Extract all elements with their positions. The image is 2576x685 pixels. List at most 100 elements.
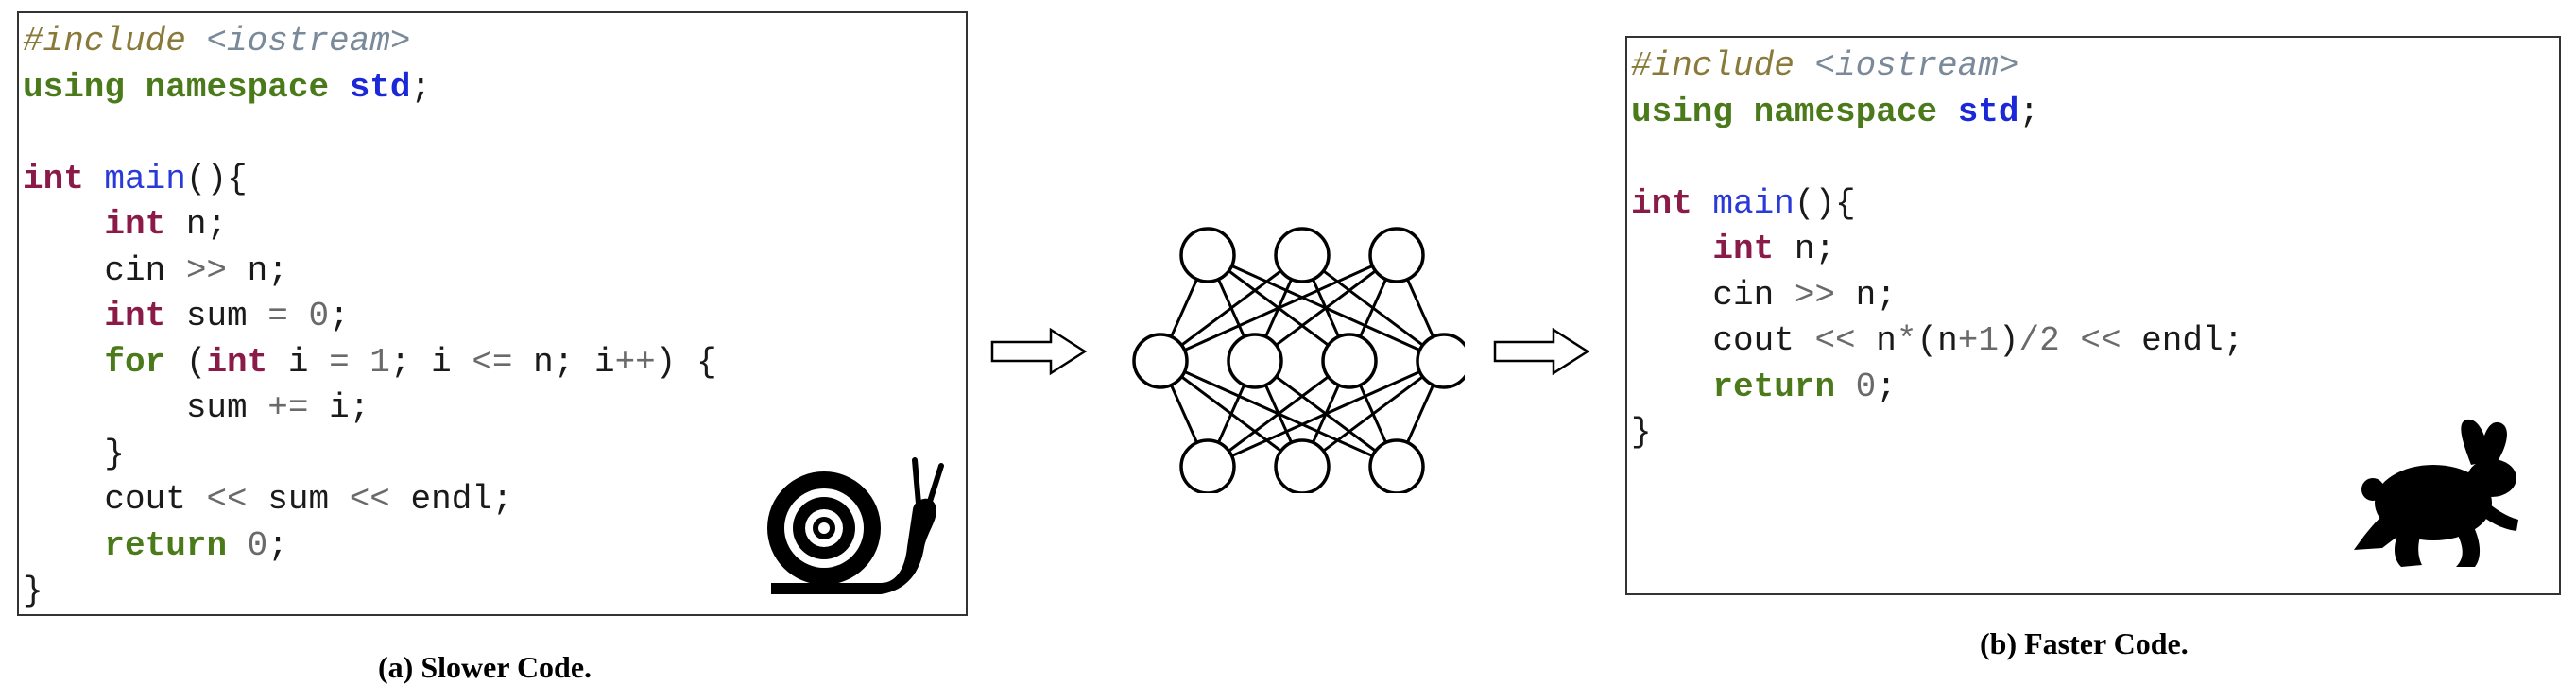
code-token: n;	[1774, 230, 1836, 268]
code-token	[1835, 368, 1856, 406]
network-node	[1274, 438, 1331, 493]
faster-code-panel: #include <iostream> using namespace std;…	[1625, 36, 2561, 595]
code-token: n;	[165, 205, 228, 244]
code-token: int	[1712, 230, 1775, 268]
network-node	[1179, 438, 1236, 493]
code-line: }	[23, 572, 43, 610]
code-token: =	[267, 297, 288, 335]
code-token: cin	[1631, 275, 1795, 315]
code-token: n;	[1835, 275, 1897, 315]
code-token	[227, 526, 248, 565]
code-line: cin >> n;	[23, 250, 288, 290]
network-node	[1321, 333, 1378, 389]
code-token	[23, 205, 104, 244]
code-token: *	[1896, 321, 1917, 360]
code-token: +=	[267, 388, 309, 427]
rabbit-icon	[2354, 419, 2518, 567]
code-token: (	[165, 342, 207, 382]
code-token: return	[1712, 367, 1836, 406]
code-line: #include <iostream>	[1631, 46, 2018, 85]
code-token: )	[1998, 321, 2019, 360]
network-node	[1227, 333, 1283, 389]
code-token: ;	[329, 297, 350, 335]
code-token: cin	[23, 250, 186, 290]
code-line: for (int i = 1; i <= n; i++) {	[23, 342, 717, 382]
network-edge	[1207, 359, 1350, 469]
code-token	[23, 343, 104, 382]
code-token	[23, 526, 104, 565]
code-token: >>	[185, 250, 228, 290]
code-line: int main(){	[1631, 184, 1856, 223]
code-token: main	[1712, 183, 1795, 223]
code-token: std	[1957, 92, 2019, 131]
code-token: (){	[1794, 183, 1856, 223]
code-token	[125, 68, 146, 107]
network-node	[1179, 227, 1236, 283]
code-token: <<	[1814, 321, 1856, 360]
code-token: i	[267, 342, 330, 382]
code-token: <<	[206, 480, 248, 519]
code-token: using	[1631, 92, 1734, 131]
code-token: ;	[2018, 92, 2040, 131]
code-token: namespace	[1753, 92, 1938, 131]
code-line: int n;	[1631, 230, 1835, 268]
code-token	[1631, 230, 1712, 268]
code-token: int	[206, 342, 268, 382]
code-token: 1	[369, 342, 390, 382]
code-token: int	[104, 205, 166, 244]
code-token: n; i	[512, 342, 615, 382]
code-token: 0	[1855, 367, 1877, 406]
code-token: main	[104, 159, 186, 198]
code-token: ;	[267, 525, 288, 565]
code-token	[1692, 184, 1713, 223]
code-token: =	[329, 342, 350, 382]
code-token: /	[2018, 321, 2040, 360]
network-edge	[1159, 253, 1303, 363]
code-token: <<	[2080, 321, 2121, 360]
code-token: n;	[227, 250, 288, 290]
code-token	[288, 297, 309, 335]
code-line: int main(){	[23, 160, 248, 198]
code-token: namespace	[145, 67, 330, 107]
code-token: i;	[308, 388, 370, 427]
code-line: return 0;	[1631, 367, 1896, 406]
code-token: (n	[1916, 321, 1958, 360]
code-token: }	[23, 434, 126, 473]
code-token: #include	[1631, 46, 1815, 85]
code-token: endl;	[389, 480, 513, 519]
code-token: return	[104, 525, 228, 565]
network-node	[1416, 333, 1465, 389]
code-token: using	[23, 67, 126, 107]
code-line: using namespace std;	[1631, 93, 2039, 131]
code-token: sum	[247, 480, 350, 519]
code-line: int n;	[23, 205, 227, 244]
slower-code-panel: #include <iostream> using namespace std;…	[17, 11, 968, 616]
slower-code-block: #include <iostream> using namespace std;…	[23, 19, 717, 615]
code-line: sum += i;	[23, 388, 369, 427]
code-line: cout << n*(n+1)/2 << endl;	[1631, 321, 2243, 360]
code-token: for	[104, 342, 166, 382]
code-token: (){	[185, 159, 248, 198]
code-token: ; i	[389, 342, 472, 382]
code-token: <=	[472, 342, 513, 382]
code-token: n	[1855, 321, 1897, 360]
code-token: <iostream>	[1814, 46, 2019, 85]
network-edge	[1301, 359, 1445, 469]
code-token	[1631, 368, 1712, 406]
snail-icon	[767, 457, 944, 594]
network-edge	[1254, 253, 1398, 363]
arrow-right-icon	[1493, 327, 1590, 376]
faster-code-caption: (b) Faster Code.	[1980, 626, 2189, 660]
network-edge	[1207, 359, 1445, 469]
code-line: cout << sum << endl;	[23, 480, 513, 519]
code-token: +	[1957, 321, 1979, 360]
code-line: using namespace std;	[23, 68, 431, 107]
code-token: int	[104, 297, 166, 335]
code-token: #include	[23, 22, 207, 60]
code-line: #include <iostream>	[23, 22, 410, 60]
code-token: <iostream>	[206, 22, 411, 60]
code-token: 0	[308, 297, 330, 335]
slower-code-caption: (a) Slower Code.	[378, 650, 592, 684]
code-token: ) {	[655, 342, 717, 382]
code-line: }	[23, 435, 125, 473]
